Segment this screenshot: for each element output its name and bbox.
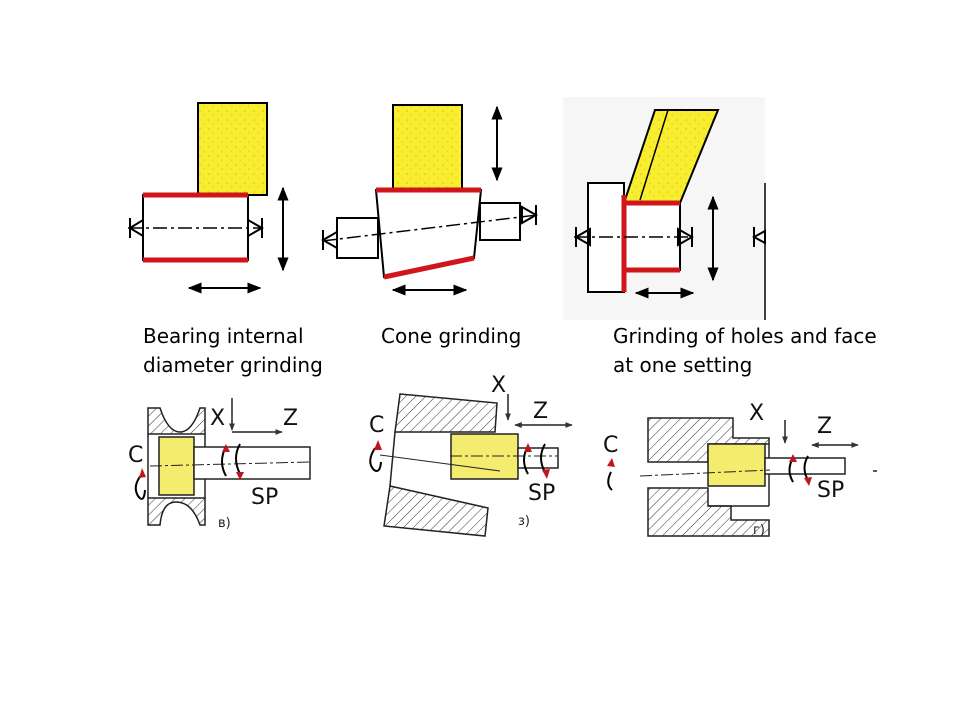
sublabel: г): [753, 523, 765, 538]
axis-c-label: C: [369, 413, 384, 438]
axis-sp-label: SP: [251, 485, 278, 510]
axis-z-label: Z: [533, 399, 548, 424]
hole-face-grinding-top-diagram: [563, 97, 766, 320]
center-left-icon: [573, 227, 591, 247]
cone-grinding-top-diagram: [320, 104, 539, 296]
grinding-wheel: [197, 102, 268, 196]
spindle: [193, 446, 311, 480]
center-left-icon: [128, 218, 144, 238]
center-left-icon: [320, 230, 338, 250]
spindle: [517, 447, 559, 469]
axis-sp-label: SP: [817, 478, 844, 503]
rotation-c-icon: [607, 471, 613, 491]
grinding-wheel: [158, 436, 195, 496]
axis-sp-label: SP: [528, 481, 555, 506]
cone-grinding-bottom-diagram: [369, 393, 573, 537]
bearing-grinding-top-diagram: [128, 102, 289, 294]
axis-x-label: X: [749, 401, 764, 426]
axis-z-label: Z: [283, 406, 298, 431]
center-right-icon: [677, 227, 695, 247]
caption-bearing-grinding: Bearing internal diameter grinding: [143, 324, 323, 377]
rotation-c-icon: [134, 473, 146, 500]
center-right-icon: [521, 205, 539, 225]
rotation-c-icon: [369, 447, 382, 472]
axis-z-label: Z: [817, 414, 832, 439]
grinding-wheel: [392, 104, 463, 191]
bearing-grinding-bottom-diagram: [134, 398, 311, 526]
caption-hole-face-grinding: Grinding of holes and face at one settin…: [613, 324, 877, 377]
sublabel: з): [518, 514, 530, 529]
caption-cone-grinding: Cone grinding: [381, 324, 522, 348]
hole-face-grinding-bottom-diagram: [607, 417, 877, 537]
center-right-icon: [247, 218, 265, 238]
axis-c-label: C: [603, 433, 618, 458]
axis-c-label: C: [128, 443, 143, 468]
sublabel: в): [218, 516, 231, 531]
cone-workpiece: [374, 189, 483, 279]
axis-x-label: X: [210, 406, 225, 431]
axis-x-label: X: [491, 373, 506, 398]
grinding-wheel: [707, 443, 766, 487]
